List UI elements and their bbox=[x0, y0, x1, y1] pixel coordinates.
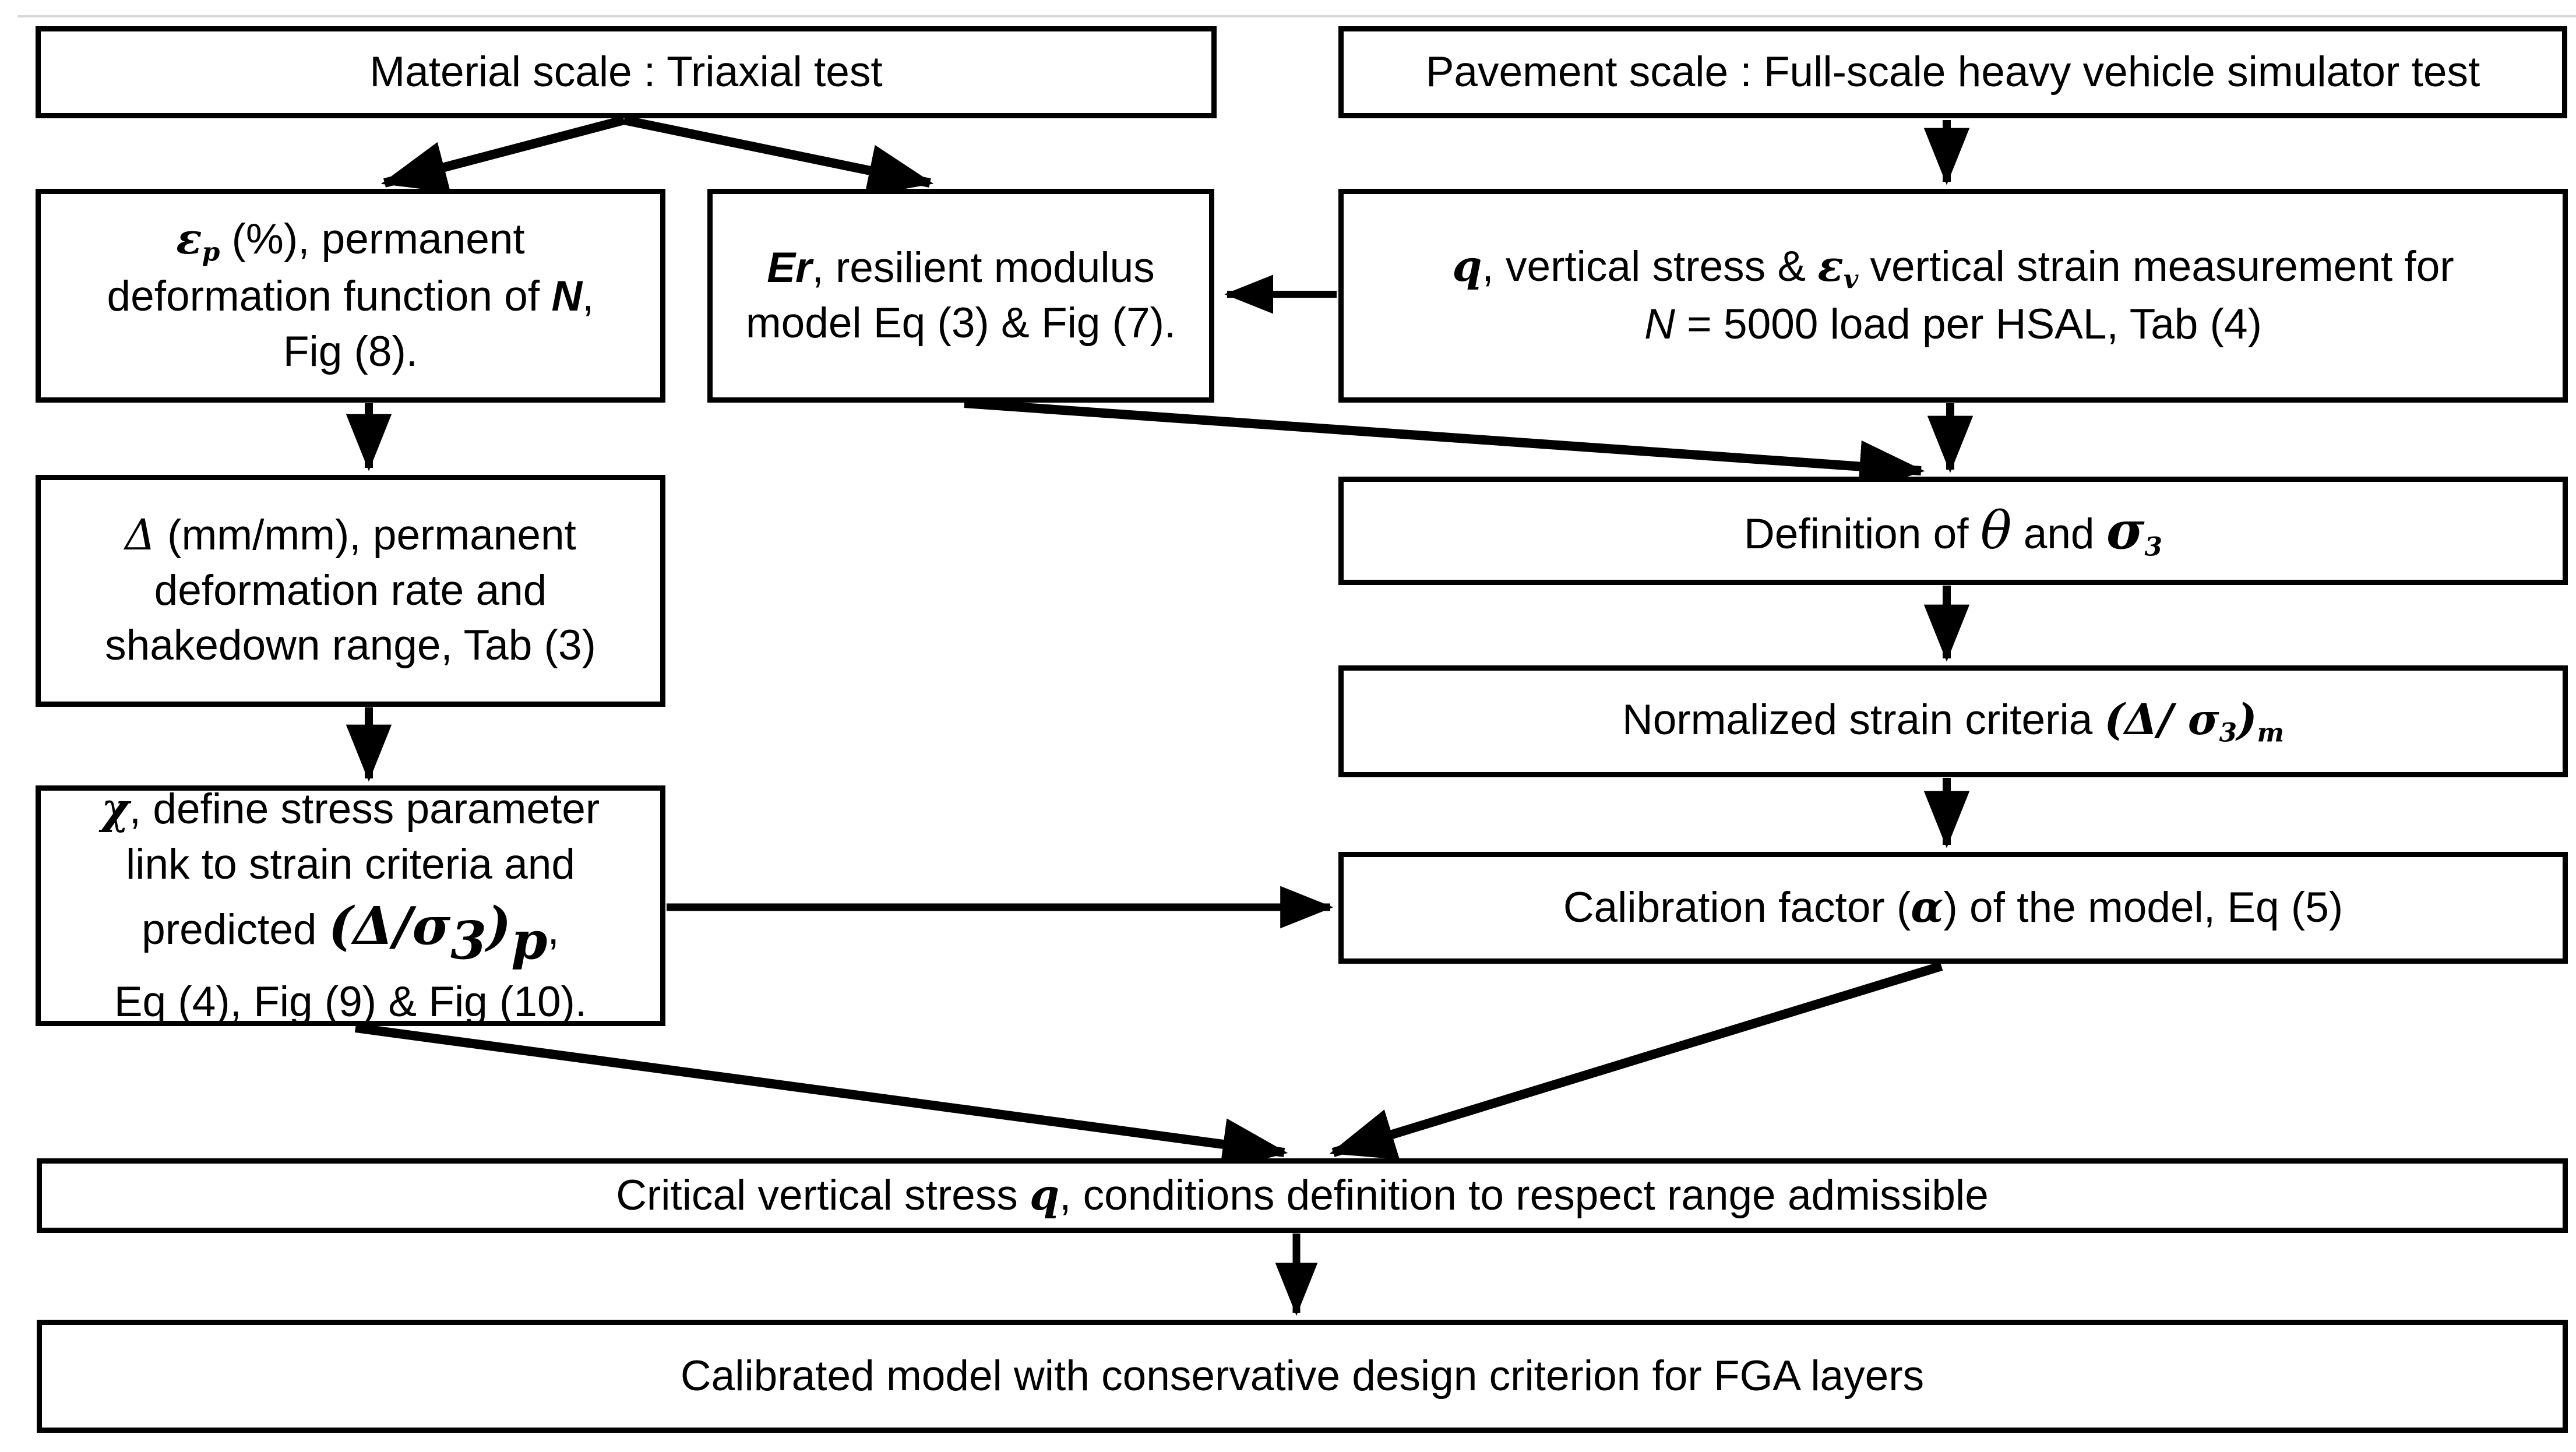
arrow-calibration-factor-to-critical-vertical-stress bbox=[1329, 961, 1943, 1160]
arrow-stress-parameter-chi-to-critical-vertical-stress bbox=[354, 1023, 1288, 1171]
arrow-resilient-modulus-to-definition-theta-sigma3 bbox=[964, 399, 1925, 493]
box-critical-vertical-stress: Critical vertical stress q, conditions d… bbox=[37, 1158, 2568, 1233]
box-definition-theta-sigma3: Definition of θ and σ3 bbox=[1338, 477, 2568, 585]
arrow-material-scale-to-permanent-deformation bbox=[380, 115, 626, 193]
box-pavement-scale-text: Pavement scale : Full-scale heavy vehicl… bbox=[1425, 48, 2480, 96]
box-material-scale-text: Material scale : Triaxial test bbox=[369, 48, 883, 96]
box-vertical-stress-strain-text: q, vertical stress & εv vertical strain … bbox=[1452, 241, 2454, 348]
box-calibrated-model-text: Calibrated model with conservative desig… bbox=[680, 1352, 1925, 1400]
box-vertical-stress-strain: q, vertical stress & εv vertical strain … bbox=[1338, 189, 2568, 403]
arrow-material-scale-to-resilient-modulus bbox=[623, 115, 934, 196]
box-definition-theta-sigma3-text: Definition of θ and σ3 bbox=[1744, 499, 2162, 562]
box-normalized-strain-criteria-text: Normalized strain criteria (Δ/ σ3)m bbox=[1622, 695, 2285, 748]
box-critical-vertical-stress-text: Critical vertical stress q, conditions d… bbox=[616, 1170, 1989, 1221]
box-calibration-factor-text: Calibration factor (α) of the model, Eq … bbox=[1563, 882, 2344, 933]
box-material-scale: Material scale : Triaxial test bbox=[36, 26, 1217, 118]
box-pavement-scale: Pavement scale : Full-scale heavy vehicl… bbox=[1338, 26, 2567, 118]
box-calibrated-model: Calibrated model with conservative desig… bbox=[37, 1320, 2568, 1433]
box-normalized-strain-criteria: Normalized strain criteria (Δ/ σ3)m bbox=[1338, 665, 2568, 777]
page-top-divider bbox=[17, 15, 2576, 17]
box-calibration-factor: Calibration factor (α) of the model, Eq … bbox=[1338, 852, 2568, 964]
